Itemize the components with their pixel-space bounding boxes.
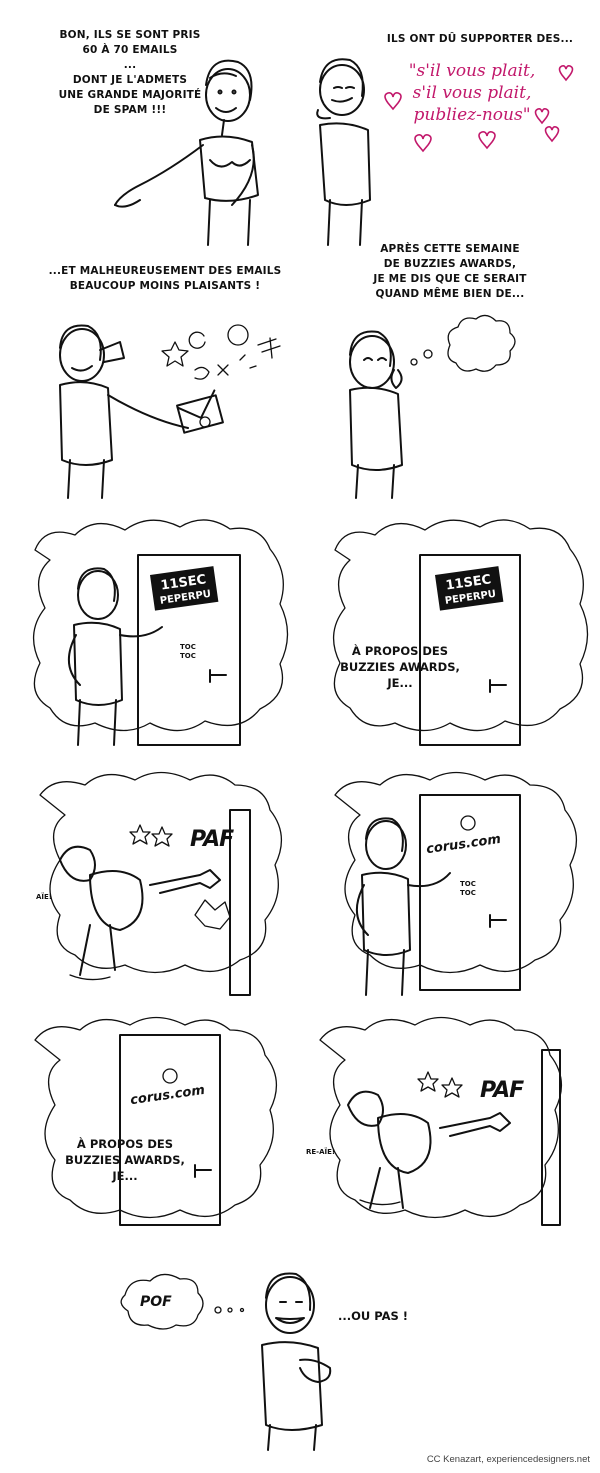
panel-3-caption: ...ET MALHEUREUSEMENT DES EMAILS BEAUCOU… <box>48 265 282 292</box>
panel-5-cloud: 11SEC PEPERPU <box>33 519 289 746</box>
panel-1: BON, ILS SE SONT PRIS 60 À 70 EMAILS ...… <box>0 0 300 250</box>
panel-8-knock: TOC TOC <box>460 880 476 897</box>
star-icon <box>417 1071 463 1098</box>
panel-1-caption: BON, ILS SE SONT PRIS 60 À 70 EMAILS ...… <box>58 29 202 116</box>
panel-6-speech: À PROPOS DES BUZZIES AWARDS, JE... <box>340 644 460 690</box>
heart-icon <box>384 65 574 153</box>
svg-text:11SEC: 11SEC <box>445 572 493 593</box>
panel-9: corus.com À PROPOS DES BUZZIES AWARDS, J… <box>0 1010 300 1235</box>
credit-line: CC Kenazart, experiencedesigners.net <box>426 1454 590 1465</box>
panel-10: PAF RE-AÏE! <box>300 1010 600 1235</box>
panel-5: 11SEC PEPERPU TOC TOC <box>0 515 300 755</box>
door-sign-11sec: 11SEC PEPERPU <box>150 566 219 611</box>
panel-11-figure <box>120 1272 332 1451</box>
panel-1-figure <box>114 59 259 246</box>
corus-logo-icon <box>460 815 476 831</box>
panel-10-cloud <box>319 1016 562 1226</box>
panel-9-speech: À PROPOS DES BUZZIES AWARDS, JE... <box>65 1137 185 1183</box>
panel-11-thought: POF <box>140 1294 172 1310</box>
panel-2-figure <box>316 58 574 246</box>
panel-2: ILS ONT DÛ SUPPORTER DES... "s'il vous p… <box>300 0 600 250</box>
panel-5-knock: TOC TOC <box>180 643 196 660</box>
panel-3-figure <box>59 324 281 499</box>
panel-9-cloud <box>34 1016 277 1226</box>
panel-2-caption: ILS ONT DÛ SUPPORTER DES... <box>386 33 574 45</box>
panel-10-ouch: RE-AÏE! <box>306 1148 336 1156</box>
svg-text:11SEC: 11SEC <box>160 572 208 593</box>
panel-11-caption: ...OU PAS ! <box>338 1309 409 1323</box>
panel-11: POF ...OU PAS ! <box>100 1250 500 1451</box>
door-sign-11sec: 11SEC PEPERPU <box>435 566 504 611</box>
panel-2-plea: "s'il vous plait, s'il vous plait, publi… <box>408 61 536 125</box>
panel-7: PAF AÏE! <box>0 765 300 1000</box>
panel-10-paf: PAF <box>480 1078 524 1103</box>
panel-6-cloud: 11SEC PEPERPU <box>333 519 589 746</box>
panel-6: 11SEC PEPERPU À PROPOS DES BUZZIES AWARD… <box>300 515 600 755</box>
panel-4-caption: APRÈS CETTE SEMAINE DE BUZZIES AWARDS, J… <box>373 243 527 300</box>
panel-4: APRÈS CETTE SEMAINE DE BUZZIES AWARDS, J… <box>300 243 600 500</box>
corus-logo-icon <box>162 1068 178 1084</box>
panel-8: corus.com TOC TOC <box>300 765 600 1000</box>
panel-4-figure <box>349 314 516 499</box>
panel-3: ...ET MALHEUREUSEMENT DES EMAILS BEAUCOU… <box>0 250 300 500</box>
panel-8-cloud <box>334 771 577 996</box>
panel-7-ouch: AÏE! <box>36 893 52 901</box>
star-icon <box>129 824 173 847</box>
angry-symbols-icon <box>161 324 281 380</box>
panel-7-cloud <box>39 771 282 996</box>
panel-7-paf: PAF <box>190 827 234 852</box>
